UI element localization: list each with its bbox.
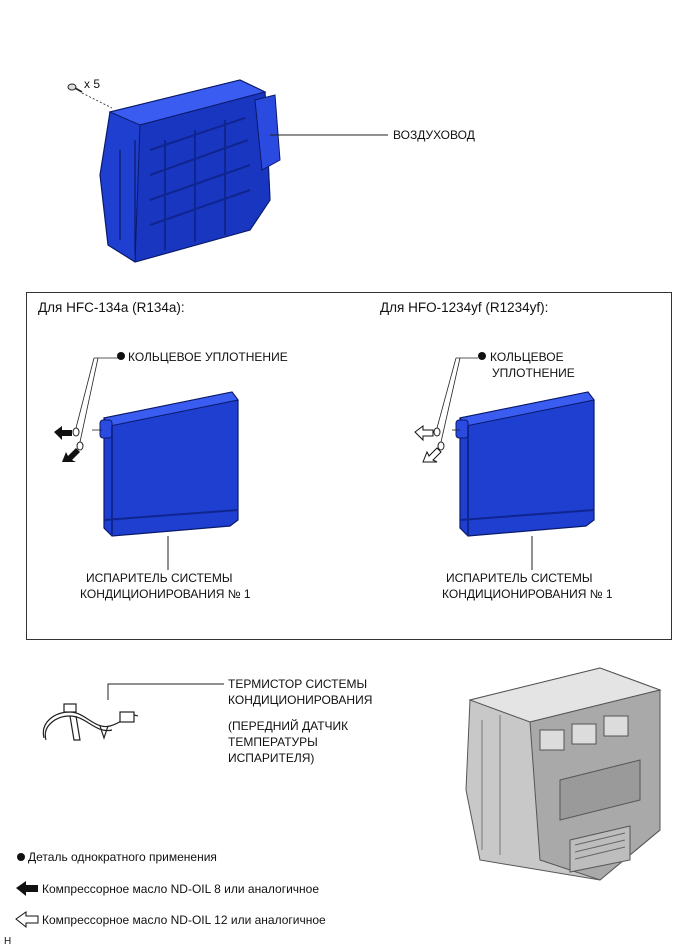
single-use-dot-icon-right bbox=[478, 352, 486, 360]
legend-oil-12: Компрессорное масло ND-OIL 12 или аналог… bbox=[42, 913, 326, 927]
evaporator-panel bbox=[26, 292, 672, 640]
thermistor-label-4: ТЕМПЕРАТУРЫ bbox=[228, 735, 318, 749]
hvac-unit bbox=[465, 667, 662, 881]
o-ring-left bbox=[72, 357, 118, 451]
o-ring-right bbox=[433, 357, 478, 451]
thermistor-label-1: ТЕРМИСТОР СИСТЕМЫ bbox=[228, 677, 368, 691]
oil-arrow-filled-icon bbox=[54, 426, 80, 462]
left-panel-header: Для HFC-134a (R134a): bbox=[38, 300, 185, 315]
thermistor-label-5: ИСПАРИТЕЛЯ) bbox=[228, 751, 315, 765]
screw-quantity: x 5 bbox=[84, 77, 101, 91]
thermistor-part bbox=[42, 703, 139, 741]
oil-arrow-outline-icon bbox=[414, 425, 442, 463]
evaporator-left bbox=[99, 391, 239, 537]
duct-label: ВОЗДУХОВОД bbox=[393, 128, 475, 142]
right-evaporator-label-2: КОНДИЦИОНИРОВАНИЯ № 1 bbox=[442, 587, 613, 601]
thermistor-label-3: (ПЕРЕДНИЙ ДАТЧИК bbox=[228, 719, 349, 733]
legend-single-use: Деталь однократного применения bbox=[28, 850, 217, 864]
left-evaporator-label-1: ИСПАРИТЕЛЬ СИСТЕМЫ bbox=[86, 571, 233, 585]
right-oring-label-2: УПЛОТНЕНИЕ bbox=[492, 366, 575, 380]
screw-icon bbox=[67, 83, 83, 93]
left-oring-label: КОЛЬЦЕВОЕ УПЛОТНЕНИЕ bbox=[128, 350, 288, 364]
right-evaporator-label-1: ИСПАРИТЕЛЬ СИСТЕМЫ bbox=[446, 571, 593, 585]
legend-dot-icon bbox=[17, 853, 25, 861]
left-evaporator-label-2: КОНДИЦИОНИРОВАНИЯ № 1 bbox=[80, 587, 251, 601]
right-panel-header: Для HFO-1234yf (R1234yf): bbox=[380, 300, 549, 315]
right-oring-label-1: КОЛЬЦЕВОЕ bbox=[490, 350, 564, 364]
legend-filled-arrow-icon bbox=[16, 881, 38, 896]
thermistor-label-2: КОНДИЦИОНИРОВАНИЯ bbox=[228, 693, 373, 707]
single-use-dot-icon bbox=[117, 352, 125, 360]
air-duct-part bbox=[99, 79, 281, 263]
legend-outline-arrow-icon bbox=[15, 911, 39, 929]
corner-code: H bbox=[4, 936, 12, 947]
evaporator-right bbox=[455, 391, 595, 537]
legend-oil-8: Компрессорное масло ND-OIL 8 или аналоги… bbox=[42, 882, 320, 896]
